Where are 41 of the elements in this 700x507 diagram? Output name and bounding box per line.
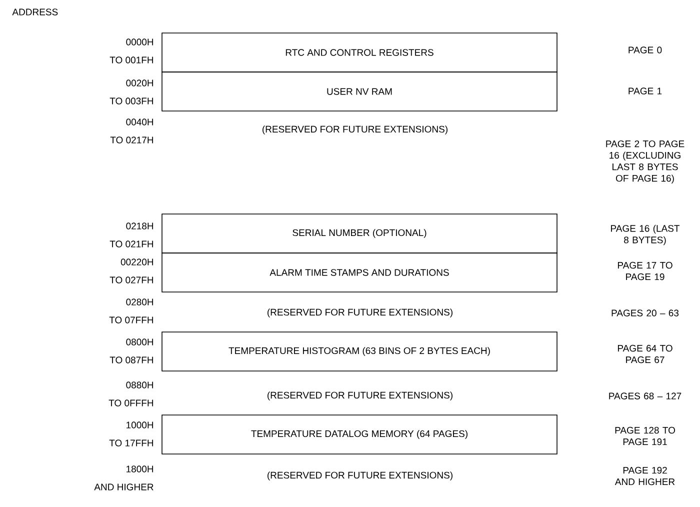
heading: ADDRESS bbox=[12, 8, 58, 16]
address-text: 1800H bbox=[126, 466, 154, 472]
address-text: 1000H bbox=[126, 422, 154, 428]
address-text: TO 003FH bbox=[110, 98, 154, 104]
address-text: TO 087FH bbox=[110, 356, 154, 364]
address-text: TO 001FH bbox=[110, 56, 154, 64]
memory-block: ALARM TIME STAMPS AND DURATIONS bbox=[162, 252, 558, 292]
address-text: TO 021FH bbox=[110, 240, 154, 248]
page-text: PAGES 68 – 127 bbox=[609, 392, 682, 400]
page-text: PAGE 17 TO PAGE 19 bbox=[618, 262, 672, 280]
memory-block: USER NV RAM bbox=[162, 72, 558, 112]
address-text: AND HIGHER bbox=[94, 484, 154, 490]
reserved-text: (RESERVED FOR FUTURE EXTENSIONS) bbox=[268, 392, 452, 400]
address-text: TO 0217H bbox=[110, 136, 154, 144]
address-text: TO 0FFFH bbox=[108, 400, 154, 406]
memory-block: SERIAL NUMBER (OPTIONAL) bbox=[162, 214, 558, 254]
address-text: 0000H bbox=[126, 38, 154, 46]
reserved-text: (RESERVED FOR FUTURE EXTENSIONS) bbox=[268, 308, 452, 318]
reserved-text: (RESERVED FOR FUTURE EXTENSIONS) bbox=[268, 472, 452, 480]
address-text: 0880H bbox=[126, 382, 154, 388]
page-text: PAGE 128 TO PAGE 191 bbox=[615, 426, 675, 446]
page-text: PAGE 1 bbox=[628, 88, 662, 94]
page-text: PAGES 20 – 63 bbox=[612, 310, 679, 316]
memory-block: TEMPERATURE HISTOGRAM (63 BINS OF 2 BYTES EACH) bbox=[162, 332, 558, 372]
page-text: PAGE 192 AND HIGHER bbox=[614, 466, 675, 486]
address-text: 0020H bbox=[126, 80, 154, 86]
address-text: 00220H bbox=[120, 258, 154, 266]
address-text: 0800H bbox=[126, 338, 154, 346]
page-text: PAGE 16 (LAST 8 BYTES) bbox=[611, 224, 680, 246]
page-text: PAGE 0 bbox=[628, 46, 662, 54]
address-text: TO 17FFH bbox=[109, 440, 154, 446]
page-text: PAGE 64 TO PAGE 67 bbox=[618, 344, 672, 364]
address-text: TO 07FFH bbox=[109, 316, 154, 324]
reserved-text: (RESERVED FOR FUTURE EXTENSIONS) bbox=[262, 126, 448, 134]
address-text: TO 027FH bbox=[110, 276, 154, 284]
page-text: PAGE 2 TO PAGE 16 (EXCLUDING LAST 8 BYTES OF PAGE 16) bbox=[606, 140, 684, 184]
address-text: 0040H bbox=[126, 118, 154, 126]
memory-block: RTC AND CONTROL REGISTERS bbox=[162, 32, 558, 72]
address-text: 0280H bbox=[126, 298, 154, 306]
address-text: 0218H bbox=[126, 222, 154, 230]
memory-block: TEMPERATURE DATALOG MEMORY (64 PAGES) bbox=[162, 414, 558, 454]
